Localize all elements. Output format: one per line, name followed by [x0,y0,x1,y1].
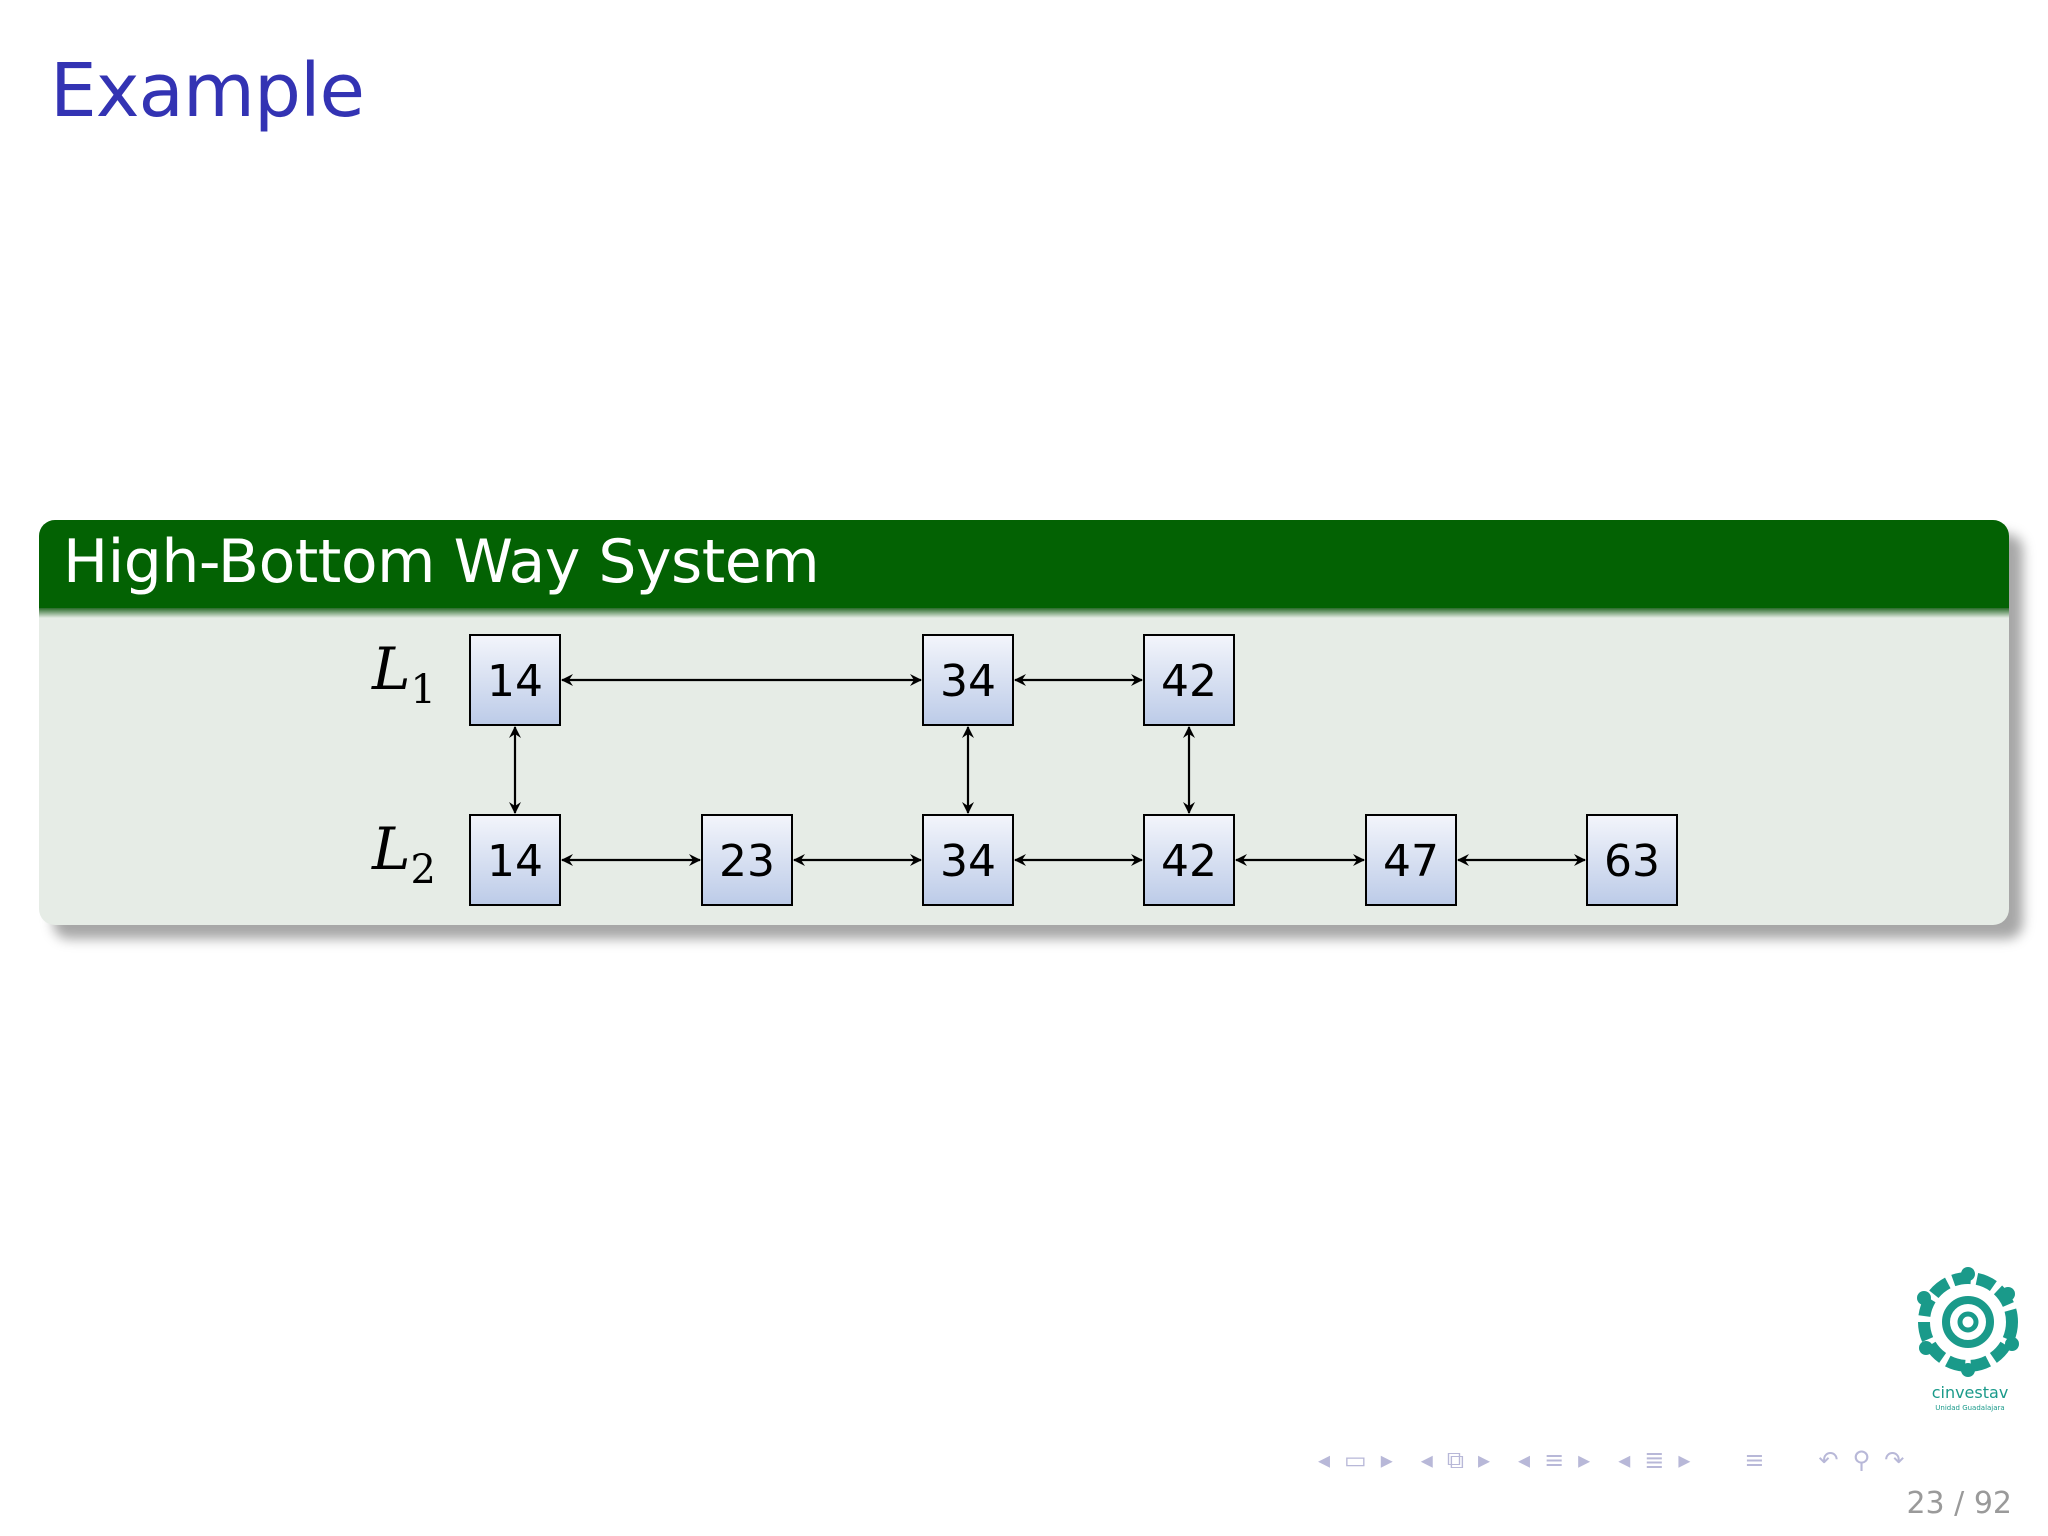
links-layer [509,674,1586,866]
next-frame-icon[interactable]: ▸ [1380,1446,1393,1474]
node-value: 34 [940,656,996,707]
section-icon[interactable]: ≡ [1544,1446,1565,1474]
node-value: 23 [719,836,775,887]
node-box [1143,634,1235,726]
node-L1-34: 34 [922,634,1014,726]
prev-toc-icon[interactable]: ◂ [1618,1446,1631,1474]
next-section-icon[interactable]: ▸ [1578,1446,1591,1474]
subsection-icon[interactable]: ⧉ [1446,1446,1464,1474]
node-L2-23: 23 [701,814,793,906]
node-box [922,814,1014,906]
prev-frame-icon[interactable]: ◂ [1318,1446,1331,1474]
logo-wordmark: cinvestav [1932,1383,2009,1402]
frame-icon[interactable]: ▭ [1344,1446,1367,1474]
node-value: 14 [487,656,543,707]
node-L2-34: 34 [922,814,1014,906]
block-title-shade [39,608,2009,618]
page-number: 23 / 92 [1906,1486,2012,1521]
next-toc-icon[interactable]: ▸ [1678,1446,1691,1474]
node-box [1365,814,1457,906]
slide-title: Example [50,48,365,134]
next-subsection-icon[interactable]: ▸ [1477,1446,1491,1474]
beamer-navigation-bar: ◂ ▭ ▸ ◂ ⧉ ▸ ◂ ≡ ▸ ◂ ≣ ▸ ≡ ↶ ⚲ ↷ [1318,1442,2038,1478]
level-label-L1: L1 [371,635,436,713]
node-value: 47 [1383,836,1439,887]
node-L1-14: 14 [469,634,561,726]
toc-icon[interactable]: ≣ [1644,1446,1665,1474]
node-value: 63 [1604,836,1660,887]
node-value: 42 [1161,656,1217,707]
node-L2-63: 63 [1586,814,1678,906]
block-title: High-Bottom Way System [39,520,2009,608]
node-box [922,634,1014,726]
redo-icon[interactable]: ↷ [1884,1446,1905,1474]
node-L2-47: 47 [1365,814,1457,906]
theorem-block: High-Bottom Way System [39,520,2009,925]
undo-icon[interactable]: ↶ [1818,1446,1839,1474]
prev-section-icon[interactable]: ◂ [1518,1446,1531,1474]
node-box [469,814,561,906]
node-L2-42: 42 [1143,814,1235,906]
node-box [1143,814,1235,906]
level-label-L2: L2 [371,815,436,893]
node-value: 34 [940,836,996,887]
cinvestav-logo: cinvestav Unidad Guadalajara [1908,1264,2034,1418]
node-value: 14 [487,836,543,887]
node-box [701,814,793,906]
align-icon[interactable]: ≡ [1744,1446,1765,1474]
search-icon[interactable]: ⚲ [1852,1446,1871,1474]
logo-subtext: Unidad Guadalajara [1935,1404,2004,1412]
prev-subsection-icon[interactable]: ◂ [1420,1446,1433,1474]
nodes-layer: 14 34 42 14 23 34 42 47 63 [469,634,1678,906]
node-box [469,634,561,726]
node-L1-42: 42 [1143,634,1235,726]
node-L2-14: 14 [469,814,561,906]
node-box [1586,814,1678,906]
node-value: 42 [1161,836,1217,887]
